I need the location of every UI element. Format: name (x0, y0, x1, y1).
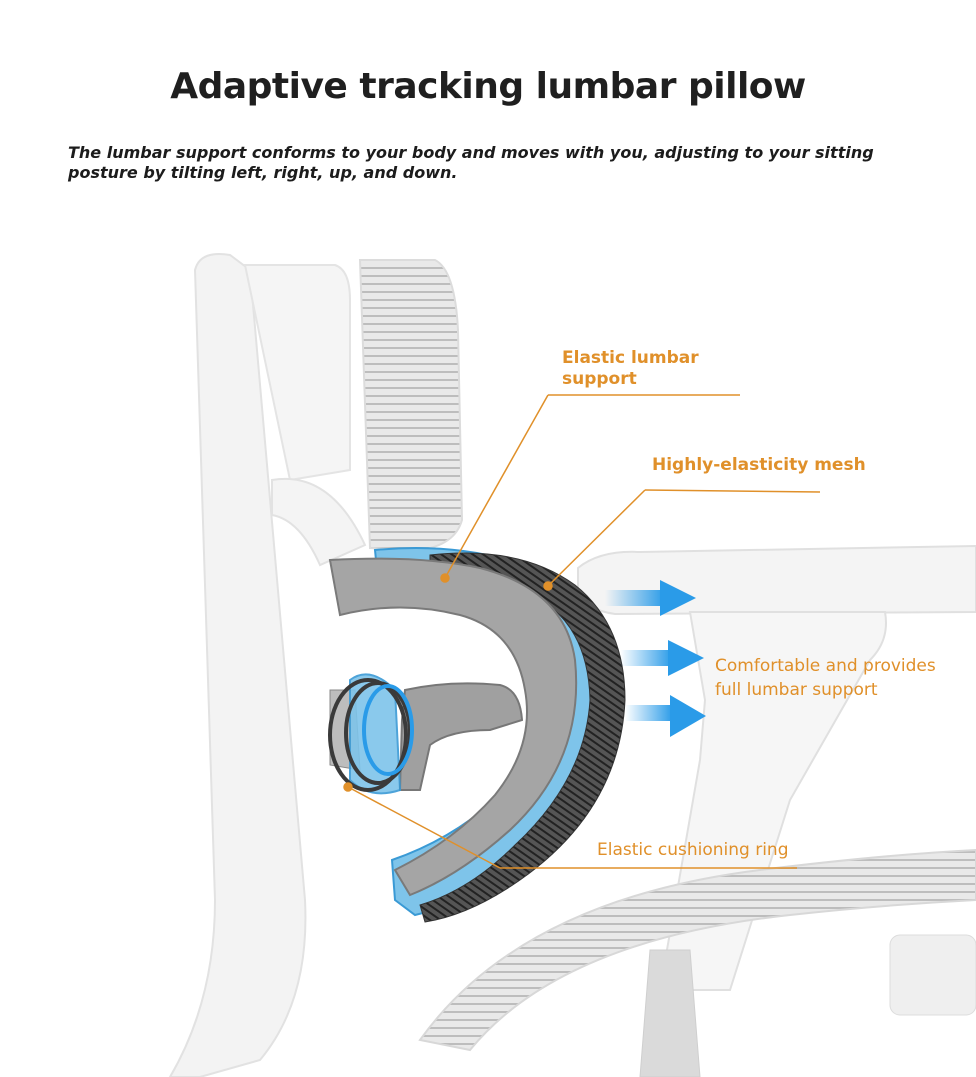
arrow-icon (620, 640, 704, 676)
arrow-icon (605, 580, 696, 616)
callout-elastic-lumbar-line1: Elastic lumbar (562, 348, 699, 368)
page-subtitle: The lumbar support conforms to your body… (68, 143, 874, 182)
callout-cushioning-ring: Elastic cushioning ring (597, 840, 789, 860)
callout-elastic-lumbar-support: Elastic lumbar support (562, 348, 699, 390)
page-title: Adaptive tracking lumbar pillow (170, 66, 806, 107)
callout-comfort: Comfortable and provides full lumbar sup… (715, 654, 936, 702)
arrow-icon (625, 695, 706, 737)
callout-elastic-lumbar-line2: support (562, 369, 637, 389)
chair-frame (168, 253, 464, 1077)
seat (418, 848, 976, 1077)
callout-comfort-line1: Comfortable and provides (715, 656, 936, 676)
callout-comfort-line2: full lumbar support (715, 680, 878, 700)
callout-mesh: Highly-elasticity mesh (652, 455, 866, 475)
leader-lines (343, 394, 821, 869)
lumbar-pillow (328, 547, 626, 923)
cushioning-ring (328, 678, 414, 792)
support-arrows (605, 580, 706, 737)
